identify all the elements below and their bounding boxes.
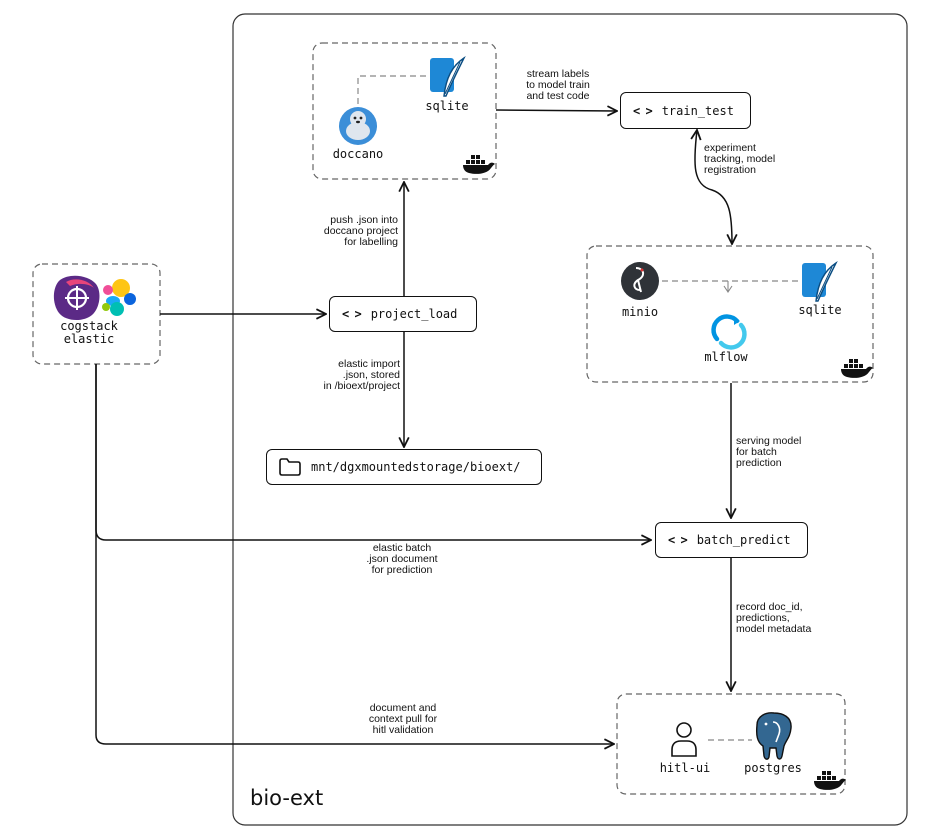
- node-label: project_load: [370, 307, 458, 321]
- minio-label: minio: [621, 305, 659, 319]
- mlflow-label: mlflow: [704, 350, 748, 364]
- arrow-doccano-to-train-test: [495, 110, 617, 111]
- postgres-label: postgres: [744, 761, 802, 775]
- edge-label-line: for prediction: [371, 564, 433, 576]
- edge-label-line: doccano project: [323, 225, 398, 237]
- edge-label-line: and test code: [526, 90, 590, 102]
- arrow-train-test-to-mlflow: [695, 130, 732, 244]
- code-brackets-icon: < >: [342, 307, 362, 321]
- code-brackets-icon: < >: [668, 533, 688, 547]
- batch-predict-node[interactable]: < > batch_predict: [655, 522, 808, 558]
- postgres-elephant-icon: [755, 712, 792, 760]
- source-line: cogstack: [60, 319, 118, 333]
- cogstack-elastic-label: cogstack elastic: [46, 320, 132, 346]
- edge-label-line: to model train: [526, 79, 590, 91]
- node-label: train_test: [661, 103, 734, 118]
- edge-label-line: for labelling: [344, 236, 398, 248]
- edge-label-elastic-batch: elastic batch .json document for predict…: [352, 543, 452, 576]
- hitl-ui-label: hitl-ui: [659, 761, 711, 775]
- node-label: batch_predict: [696, 533, 791, 547]
- edge-label-context-pull: document and context pull for hitl valid…: [350, 703, 456, 736]
- minio-flamingo-icon: [621, 262, 659, 300]
- docker-whale-icon: [463, 155, 495, 174]
- train-test-node[interactable]: < > train_test: [620, 92, 751, 129]
- edge-label-line: model metadata: [736, 623, 812, 635]
- edge-label-line: context pull for: [368, 713, 438, 725]
- node-label: mnt/dgxmountedstorage/bioext/: [311, 460, 521, 474]
- sqlite-icon: [430, 55, 466, 97]
- storage-node[interactable]: mnt/dgxmountedstorage/bioext/: [266, 449, 542, 485]
- code-brackets-icon: < >: [633, 103, 653, 118]
- project-load-node[interactable]: < > project_load: [329, 296, 477, 332]
- mlflow-link: [723, 281, 733, 293]
- doccano-seal-icon: [339, 107, 377, 145]
- edge-label-line: .json document: [366, 553, 438, 565]
- edge-label-line: tracking, model: [704, 153, 776, 165]
- edge-label-line: stream labels: [526, 68, 590, 80]
- edge-label-line: predictions,: [736, 612, 790, 624]
- edge-label-line: push .json into: [330, 214, 398, 226]
- edge-label-line: for batch: [736, 446, 777, 458]
- edge-label-experiment: experiment tracking, model registration: [704, 143, 804, 176]
- edge-label-elastic-import: elastic import .json, stored in /bioext/…: [290, 359, 400, 392]
- sqlite-label: sqlite: [425, 99, 469, 113]
- folder-icon: [279, 458, 301, 476]
- edge-label-line: registration: [704, 164, 756, 176]
- edge-label-line: elastic import: [338, 358, 400, 370]
- edge-label-line: record doc_id,: [736, 601, 803, 613]
- region-title: bio-ext: [250, 786, 324, 810]
- edge-label-line: document and: [369, 702, 437, 714]
- arrow-cogstack-to-hitl: [95, 364, 614, 744]
- cogstack-group: [32, 263, 161, 365]
- source-line: elastic: [63, 332, 115, 346]
- edge-label-line: serving model: [736, 435, 802, 447]
- bio-ext-region: [232, 13, 908, 826]
- doccano-sqlite-link: [357, 75, 430, 104]
- edge-label-push: push .json into doccano project for labe…: [298, 215, 398, 248]
- mlflow-icon: [711, 314, 747, 350]
- sqlite-icon: [802, 260, 838, 302]
- user-icon: [671, 722, 697, 757]
- edge-label-serving: serving model for batch prediction: [736, 436, 836, 469]
- edge-label-line: hitl validation: [372, 724, 434, 736]
- docker-whale-icon: [841, 359, 873, 378]
- edge-label-stream: stream labels to model train and test co…: [508, 69, 608, 102]
- edge-label-record: record doc_id, predictions, model metada…: [736, 602, 846, 635]
- sqlite-label: sqlite: [798, 303, 842, 317]
- edge-label-line: prediction: [736, 457, 782, 469]
- hitl-group: [616, 693, 846, 795]
- doccano-label: doccano: [332, 147, 384, 161]
- cogstack-logo-icon: [53, 275, 100, 321]
- docker-whale-icon: [814, 771, 846, 790]
- elastic-logo-icon: [102, 279, 136, 316]
- edge-label-line: experiment: [704, 142, 756, 154]
- edge-label-line: in /bioext/project: [323, 380, 400, 392]
- edge-label-line: elastic batch: [372, 542, 432, 554]
- edge-label-line: .json, stored: [342, 369, 400, 381]
